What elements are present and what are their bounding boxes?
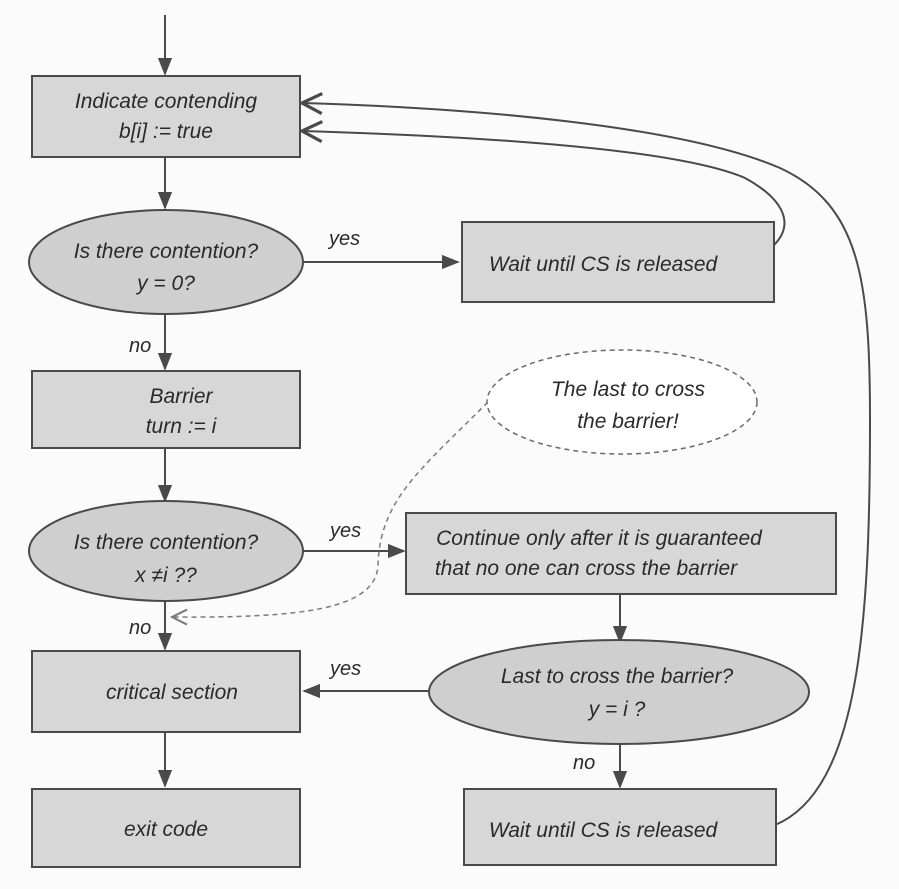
edge-labels: yes no yes no yes no (129, 228, 595, 774)
node-contention-check-1: Is there contention? y = 0? (28, 209, 304, 315)
wait2-line-1: Wait until CS is released (489, 819, 719, 842)
label-yes-3: yes (328, 658, 361, 680)
wait1-line-1: Wait until CS is released (489, 253, 719, 276)
label-yes-1: yes (327, 228, 360, 250)
label-no-2: no (129, 617, 151, 639)
contention1-line-2: y = 0? (135, 272, 195, 295)
node-wait-until-released-2: Wait until CS is released (463, 788, 777, 866)
label-yes-2: yes (328, 520, 361, 542)
last-cross-line-2: y = i ? (587, 698, 646, 721)
label-no-3: no (573, 752, 595, 774)
edges (157, 15, 872, 826)
node-last-to-cross-check: Last to cross the barrier? y = i ? (428, 639, 810, 745)
edge-wait1-loop (302, 131, 786, 247)
node-indicate-contending: Indicate contending b[i] := true (31, 75, 301, 158)
barrier-line-2: turn := i (146, 415, 218, 438)
label-no-1: no (129, 335, 151, 357)
note-last-to-cross: The last to cross the barrier! (486, 349, 758, 455)
contention2-line-1: Is there contention? (74, 531, 259, 554)
exit-line-1: exit code (124, 818, 208, 841)
node-continue-after-guaranteed: Continue only after it is guaranteed tha… (405, 512, 837, 595)
last-cross-line-1: Last to cross the barrier? (501, 665, 734, 688)
note-line-1: The last to cross (551, 378, 706, 401)
critical-line-1: critical section (106, 681, 238, 704)
node-barrier: Barrier turn := i (31, 370, 301, 449)
edge-wait2-loop (302, 103, 872, 826)
continue-line-2: that no one can cross the barrier (435, 557, 738, 580)
node-wait-until-released-1: Wait until CS is released (461, 221, 775, 303)
node-exit-code: exit code (31, 788, 301, 868)
barrier-line-1: Barrier (149, 385, 213, 408)
edge-note-pointer (172, 401, 489, 617)
node-contention-check-2: Is there contention? x ≠i ?? (28, 500, 304, 602)
note-line-2: the barrier! (577, 410, 679, 433)
contention2-line-2: x ≠i ?? (134, 564, 197, 587)
continue-line-1: Continue only after it is guaranteed (436, 527, 763, 550)
contention1-line-1: Is there contention? (74, 240, 259, 263)
indicate-line-2: b[i] := true (119, 120, 213, 143)
node-critical-section: critical section (31, 650, 301, 733)
indicate-line-1: Indicate contending (75, 90, 257, 113)
